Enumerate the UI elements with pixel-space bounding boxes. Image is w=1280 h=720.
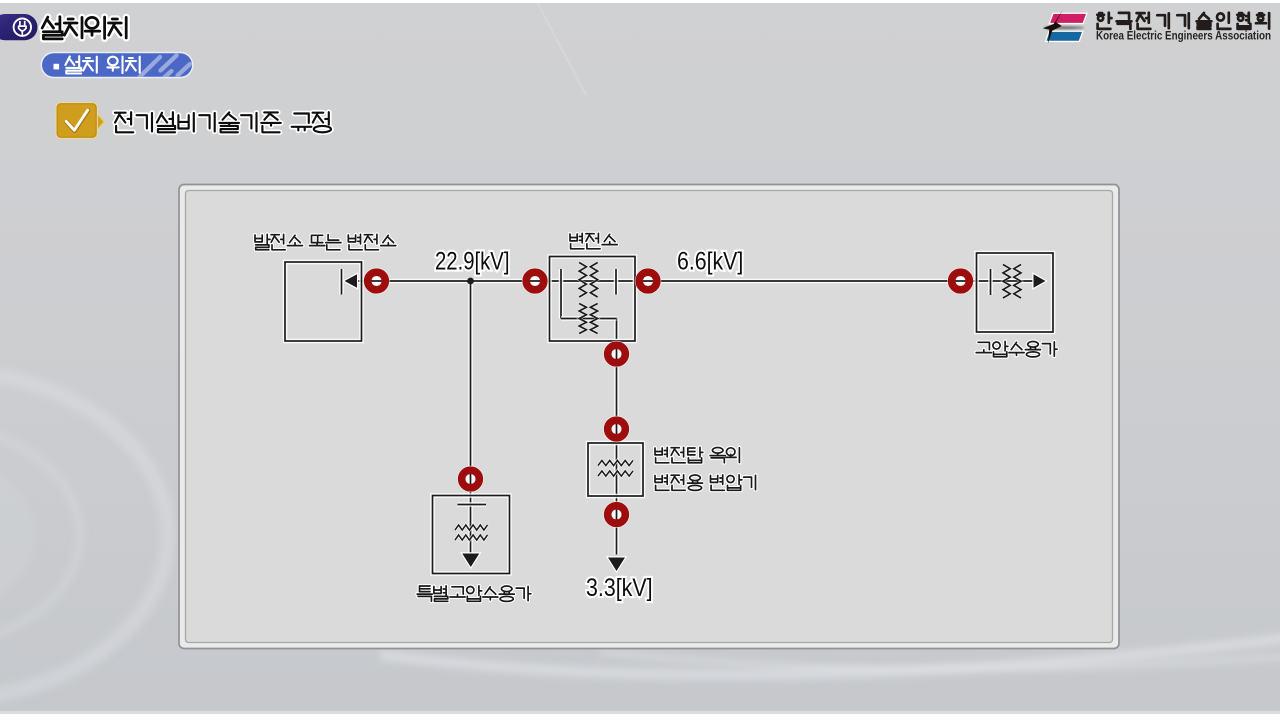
svg-text:22.9[kV]: 22.9[kV] <box>435 248 510 276</box>
svg-text:3.3[kV]: 3.3[kV] <box>586 574 653 602</box>
svg-text:Korea Electric Engineers Assoc: Korea Electric Engineers Association <box>1096 28 1271 42</box>
svg-text:6.6[kV]: 6.6[kV] <box>677 248 743 276</box>
